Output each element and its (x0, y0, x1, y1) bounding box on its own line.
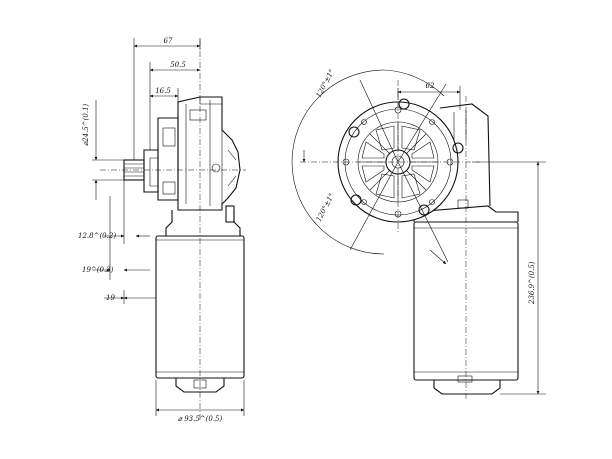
front-view (300, 80, 519, 400)
dim-62: 62 (426, 82, 435, 90)
dim-12-8: 12.8^(0.2) (78, 232, 116, 240)
dim-19-tolerance: 19^(0.3) (82, 266, 114, 274)
dim-120-deg-top: 120°±1° (315, 68, 336, 99)
dim-body-diameter: ⌀ 93.5^(0.5) (178, 415, 223, 423)
dim-236-9: 236.9^(0.5) (528, 261, 536, 305)
dim-19: 19 (106, 294, 115, 302)
dim-50-5: 50.5 (170, 61, 186, 69)
front-view-dimensions (291, 69, 546, 395)
dim-shaft-diameter: ⌀24.5^(0.1) (82, 103, 90, 146)
dim-120-deg-bottom: 120°±1° (315, 192, 336, 223)
dim-67: 67 (164, 37, 173, 45)
dim-16-5: 16.5 (155, 87, 171, 95)
side-view-dimensions (92, 38, 245, 416)
side-view (100, 40, 246, 420)
